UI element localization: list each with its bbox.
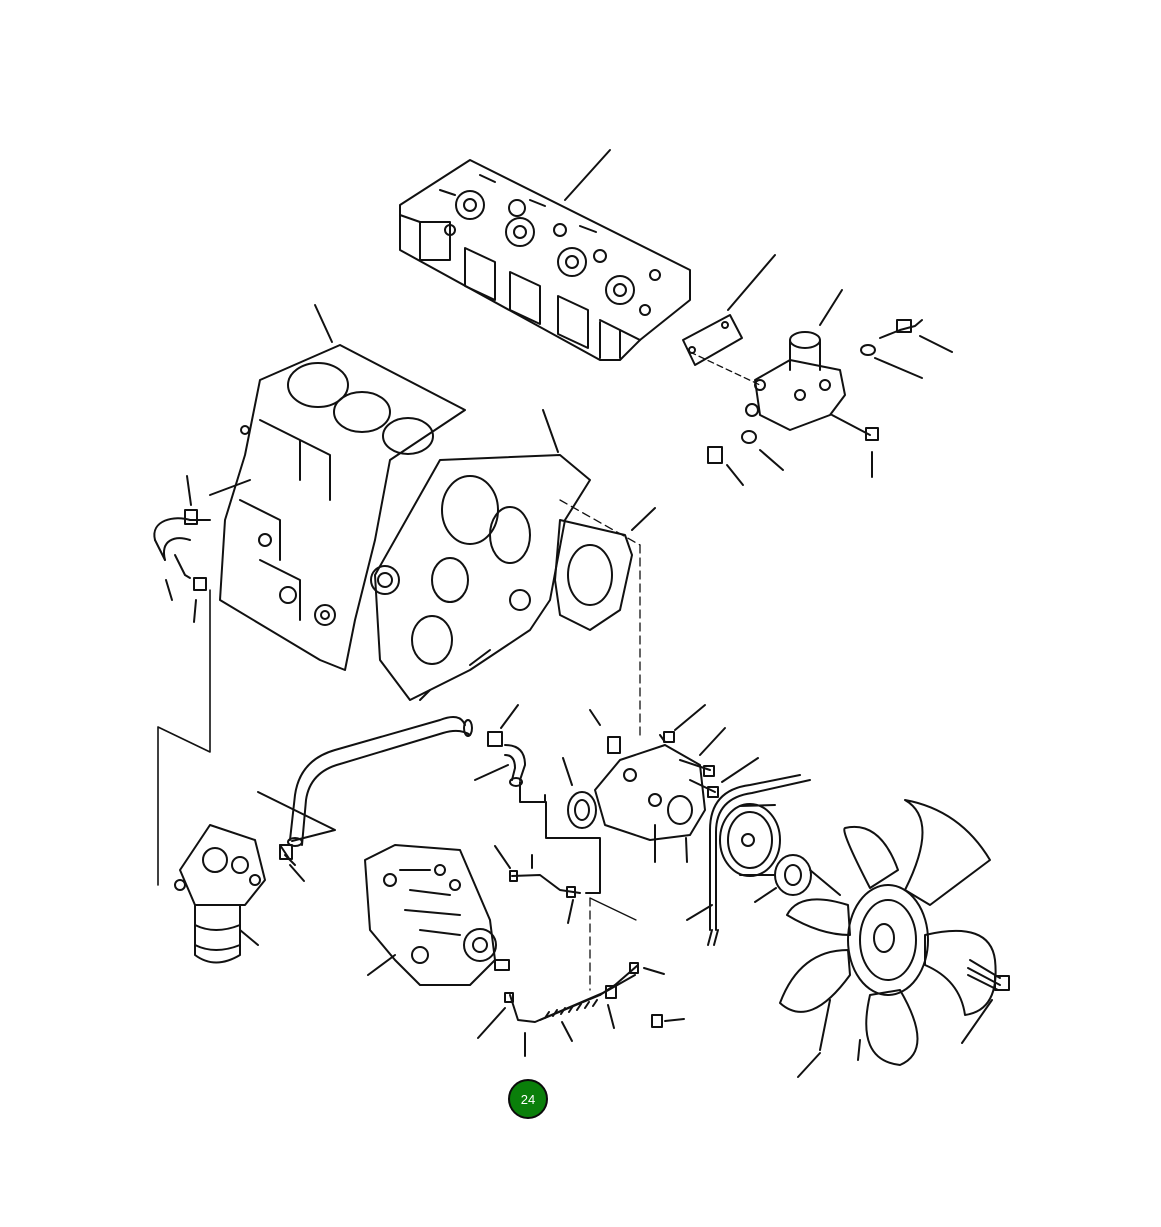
fuel-pipe [494, 845, 637, 991]
fan-bolt [961, 959, 1010, 1044]
fuel-filter [174, 824, 266, 964]
fuel-line-guide [157, 589, 211, 886]
cylinder-block [219, 304, 466, 671]
thermostat-housing [707, 289, 953, 486]
gear-case [370, 409, 591, 701]
coolant-hose [153, 475, 251, 623]
oil-pipe [477, 962, 685, 1057]
page-number-label: 24 [520, 1091, 536, 1107]
thermostat-gasket [682, 254, 776, 386]
fan-belt [686, 774, 811, 946]
elbow-fitting [474, 704, 546, 803]
injection-pump [364, 844, 510, 986]
gear-case-gasket [554, 499, 656, 741]
intake-hose [257, 715, 473, 882]
cooling-fan [779, 799, 997, 1078]
cylinder-head [399, 149, 691, 361]
pulley [719, 803, 841, 903]
page-number-badge[interactable]: 24 [508, 1079, 548, 1119]
water-pump [545, 704, 759, 894]
